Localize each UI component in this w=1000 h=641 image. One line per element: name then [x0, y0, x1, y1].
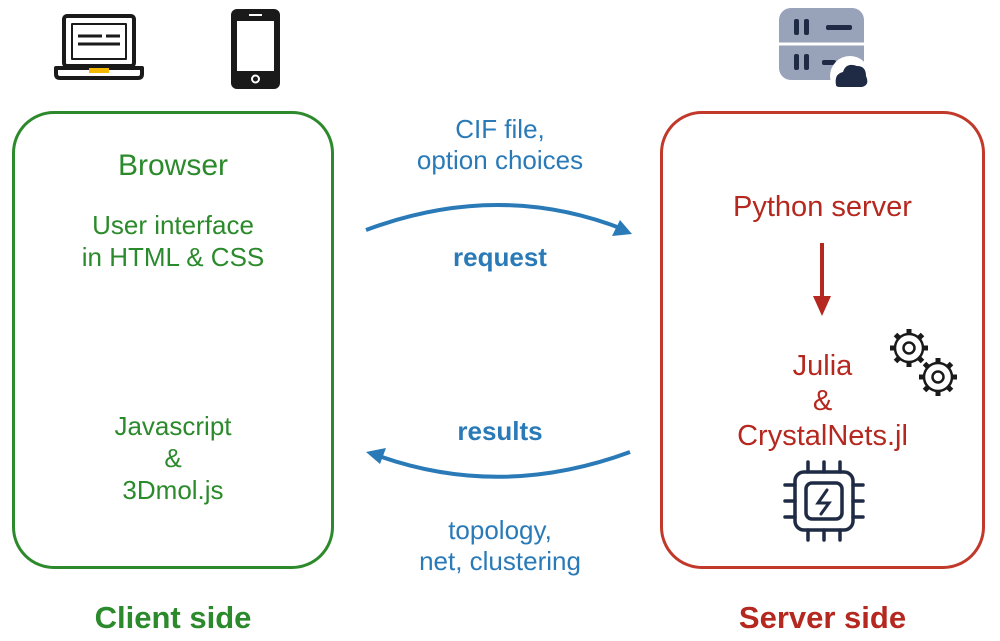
- results-output-line-1: topology,: [448, 515, 552, 545]
- js-line-3: 3Dmol.js: [122, 475, 224, 505]
- server-box: [660, 111, 985, 569]
- request-arrowhead: [612, 220, 632, 236]
- ui-line-1: User interface: [92, 210, 254, 240]
- js-line-1: Javascript: [114, 411, 232, 441]
- request-label: request: [453, 242, 547, 272]
- julia-line-3: CrystalNets.jl: [737, 420, 908, 452]
- processor-chip-icon: [783, 460, 865, 542]
- python-server-label: Python server: [733, 191, 912, 223]
- smartphone-icon: [231, 9, 280, 89]
- server-side-label: Server side: [738, 600, 907, 635]
- request-arrow: [365, 203, 626, 232]
- julia-line-2: &: [812, 385, 833, 417]
- laptop-icon: [54, 14, 144, 80]
- js-line-2: &: [164, 443, 182, 473]
- browser-heading: Browser: [117, 149, 229, 182]
- cloud-server-icon: [779, 8, 870, 96]
- results-output-line-2: net, clustering: [419, 546, 581, 576]
- gears-icon: [890, 329, 957, 396]
- julia-line-1: Julia: [792, 350, 853, 382]
- client-side-label: Client side: [94, 600, 252, 635]
- results-arrowhead: [366, 448, 386, 464]
- results-label: results: [457, 416, 543, 446]
- client-box: [12, 111, 334, 569]
- results-arrow: [375, 450, 631, 479]
- ui-line-2: in HTML & CSS: [81, 242, 265, 272]
- request-input-line-2: option choices: [416, 145, 584, 175]
- python-to-julia-arrowhead: [813, 296, 831, 316]
- request-input-line-1: CIF file,: [455, 114, 545, 144]
